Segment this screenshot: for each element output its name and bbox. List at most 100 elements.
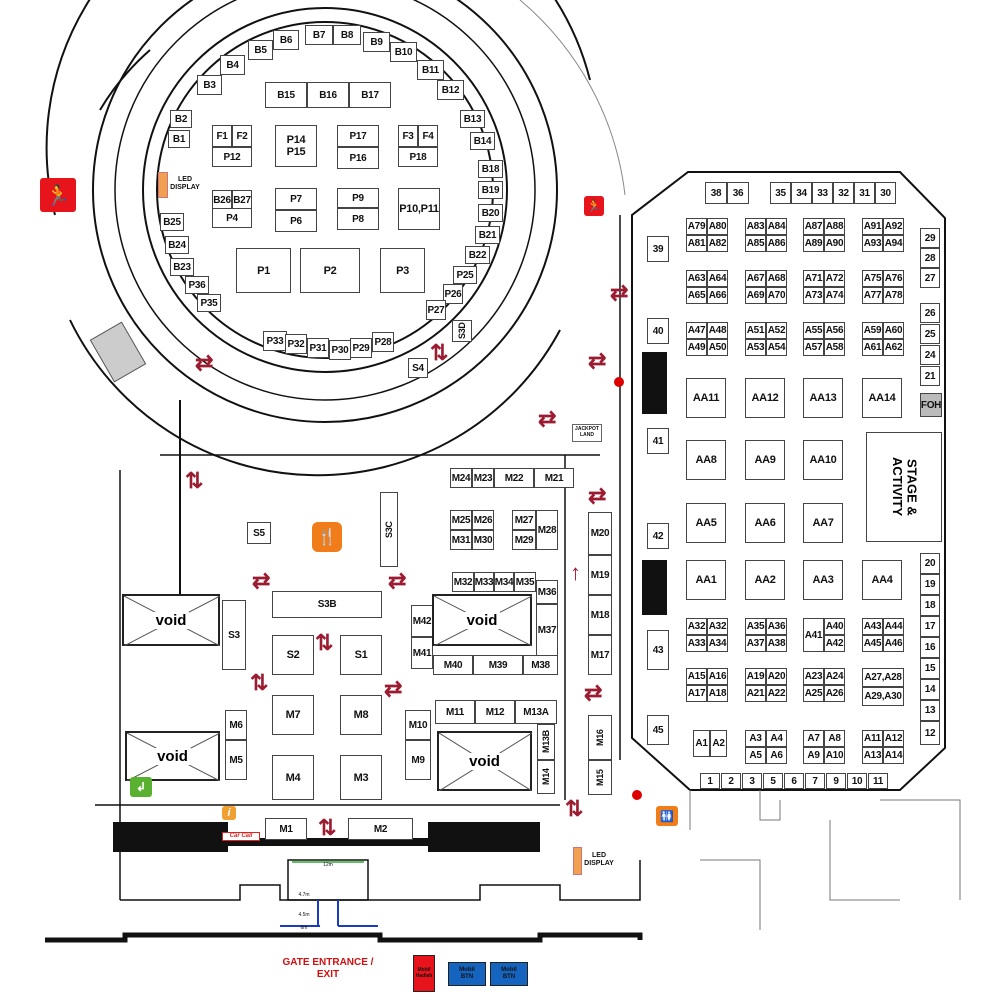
booth-30[interactable]: 30 bbox=[875, 182, 896, 204]
booth-M21[interactable]: M21 bbox=[534, 468, 574, 488]
booth-M40[interactable]: M40 bbox=[433, 655, 473, 675]
booth-A12[interactable]: A12 bbox=[883, 730, 904, 747]
booth-S3C[interactable]: S3C bbox=[380, 492, 398, 567]
booth-9[interactable]: 9 bbox=[826, 773, 846, 789]
booth-A7[interactable]: A7 bbox=[803, 730, 824, 747]
booth-6[interactable]: 6 bbox=[784, 773, 804, 789]
booth-P33[interactable]: P33 bbox=[263, 331, 287, 351]
booth-29[interactable]: 29 bbox=[920, 228, 940, 248]
booth-A43[interactable]: A43 bbox=[862, 618, 883, 635]
booth-35[interactable]: 35 bbox=[770, 182, 791, 204]
booth-A1[interactable]: A1 bbox=[693, 730, 710, 757]
booth-M25[interactable]: M25 bbox=[450, 510, 472, 530]
booth-28[interactable]: 28 bbox=[920, 248, 940, 268]
booth-M13B[interactable]: M13B bbox=[537, 724, 555, 760]
booth-A66[interactable]: A66 bbox=[707, 287, 728, 304]
booth-P31[interactable]: P31 bbox=[307, 338, 329, 358]
booth-M23[interactable]: M23 bbox=[472, 468, 494, 488]
booth-M15[interactable]: M15 bbox=[588, 760, 612, 795]
booth-AA1[interactable]: AA1 bbox=[686, 560, 726, 600]
booth-A32[interactable]: A32 bbox=[686, 618, 707, 635]
booth-P1[interactable]: P1 bbox=[236, 248, 291, 293]
booth-M18[interactable]: M18 bbox=[588, 595, 612, 635]
booth-A86[interactable]: A86 bbox=[766, 235, 787, 252]
booth-A83[interactable]: A83 bbox=[745, 218, 766, 235]
booth-M3[interactable]: M3 bbox=[340, 755, 382, 800]
booth-27[interactable]: 27 bbox=[920, 268, 940, 288]
booth-F2[interactable]: F2 bbox=[232, 125, 252, 147]
booth-P12[interactable]: P12 bbox=[212, 147, 252, 167]
booth-AA3[interactable]: AA3 bbox=[803, 560, 843, 600]
booth-A44[interactable]: A44 bbox=[883, 618, 904, 635]
booth-A8[interactable]: A8 bbox=[824, 730, 845, 747]
booth-M1[interactable]: M1 bbox=[265, 818, 307, 840]
booth-AA13[interactable]: AA13 bbox=[803, 378, 843, 418]
booth-A49[interactable]: A49 bbox=[686, 339, 707, 356]
booth-P18[interactable]: P18 bbox=[398, 147, 438, 167]
booth-P29[interactable]: P29 bbox=[350, 338, 372, 358]
booth-42[interactable]: 42 bbox=[647, 523, 669, 549]
booth-B13[interactable]: B13 bbox=[460, 110, 485, 128]
booth-24[interactable]: 24 bbox=[920, 345, 940, 365]
booth-A64[interactable]: A64 bbox=[707, 270, 728, 287]
booth-A69[interactable]: A69 bbox=[745, 287, 766, 304]
booth-AA8[interactable]: AA8 bbox=[686, 440, 726, 480]
booth-AA14[interactable]: AA14 bbox=[862, 378, 902, 418]
booth-32[interactable]: 32 bbox=[833, 182, 854, 204]
booth-A34[interactable]: A34 bbox=[707, 635, 728, 652]
booth-A75[interactable]: A75 bbox=[862, 270, 883, 287]
booth-P7[interactable]: P7 bbox=[275, 188, 317, 210]
booth-43[interactable]: 43 bbox=[647, 630, 669, 670]
booth-45[interactable]: 45 bbox=[647, 715, 669, 745]
booth-A74[interactable]: A74 bbox=[824, 287, 845, 304]
booth-P6[interactable]: P6 bbox=[275, 210, 317, 232]
booth-A48[interactable]: A48 bbox=[707, 322, 728, 339]
booth-A21[interactable]: A21 bbox=[745, 685, 766, 702]
booth-A32[interactable]: A32 bbox=[707, 618, 728, 635]
booth-A26[interactable]: A26 bbox=[824, 685, 845, 702]
booth-A29-A30[interactable]: A29,A30 bbox=[862, 687, 904, 706]
booth-M17[interactable]: M17 bbox=[588, 635, 612, 675]
booth-A70[interactable]: A70 bbox=[766, 287, 787, 304]
booth-A85[interactable]: A85 bbox=[745, 235, 766, 252]
booth-M16[interactable]: M16 bbox=[588, 715, 612, 760]
booth-S3D[interactable]: S3D bbox=[452, 320, 472, 342]
booth-A54[interactable]: A54 bbox=[766, 339, 787, 356]
booth-A63[interactable]: A63 bbox=[686, 270, 707, 287]
booth-A20[interactable]: A20 bbox=[766, 668, 787, 685]
booth-21[interactable]: 21 bbox=[920, 366, 940, 386]
booth-A67[interactable]: A67 bbox=[745, 270, 766, 287]
booth-M6[interactable]: M6 bbox=[225, 710, 247, 740]
booth-M10[interactable]: M10 bbox=[405, 710, 431, 740]
booth-A73[interactable]: A73 bbox=[803, 287, 824, 304]
booth-B26[interactable]: B26 bbox=[212, 190, 232, 210]
booth-P27[interactable]: P27 bbox=[426, 300, 446, 320]
booth-M24[interactable]: M24 bbox=[450, 468, 472, 488]
booth-A93[interactable]: A93 bbox=[862, 235, 883, 252]
booth-38[interactable]: 38 bbox=[705, 182, 727, 204]
booth-A19[interactable]: A19 bbox=[745, 668, 766, 685]
booth-A82[interactable]: A82 bbox=[707, 235, 728, 252]
booth-A3[interactable]: A3 bbox=[745, 730, 766, 747]
booth-S2[interactable]: S2 bbox=[272, 635, 314, 675]
booth-P14-P15[interactable]: P14 P15 bbox=[275, 125, 317, 167]
booth-S5[interactable]: S5 bbox=[247, 522, 271, 544]
booth-36[interactable]: 36 bbox=[727, 182, 749, 204]
booth-33[interactable]: 33 bbox=[812, 182, 833, 204]
booth-B11[interactable]: B11 bbox=[417, 60, 444, 80]
booth-39[interactable]: 39 bbox=[647, 236, 669, 262]
booth-A59[interactable]: A59 bbox=[862, 322, 883, 339]
booth-AA7[interactable]: AA7 bbox=[803, 503, 843, 543]
booth-M13A[interactable]: M13A bbox=[515, 700, 557, 724]
booth-M36[interactable]: M36 bbox=[536, 580, 558, 604]
booth-B19[interactable]: B19 bbox=[478, 181, 503, 199]
booth-A33[interactable]: A33 bbox=[686, 635, 707, 652]
booth-B17[interactable]: B17 bbox=[349, 82, 391, 108]
booth-A57[interactable]: A57 bbox=[803, 339, 824, 356]
booth-41[interactable]: 41 bbox=[647, 428, 669, 454]
booth-13[interactable]: 13 bbox=[920, 700, 940, 721]
booth-P10-P11[interactable]: P10,P11 bbox=[398, 188, 440, 230]
booth-B8[interactable]: B8 bbox=[333, 25, 361, 45]
booth-A5[interactable]: A5 bbox=[745, 747, 766, 764]
booth-M7[interactable]: M7 bbox=[272, 695, 314, 735]
